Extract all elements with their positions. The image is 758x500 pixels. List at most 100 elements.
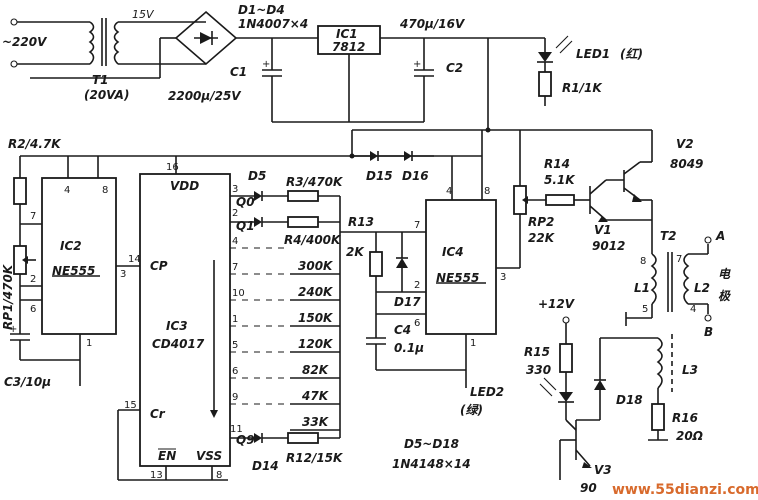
ic4-ne555 (425, 199, 497, 335)
d18-label: D18 (616, 393, 643, 407)
transformer-t1 (88, 18, 120, 66)
electrode-label-2: 极 (718, 289, 731, 303)
ic3-pin13: 13 (150, 470, 163, 481)
v2-label: V2 (676, 137, 694, 151)
ladder-r5: 300K (298, 259, 334, 273)
capacitor-c2: + (413, 38, 434, 122)
svg-text:+: + (9, 324, 17, 335)
led2-color: (绿) (460, 403, 483, 417)
q9-label: Q9 (236, 433, 255, 447)
ic3-pin10: 10 (232, 288, 245, 299)
ic2-section: IC2 NE555 4 8 7 2 6 RP1/470K + 1 C3/10μ (1, 156, 140, 389)
ic3-cd4017 (139, 173, 231, 467)
r3-label: R3/470K (286, 175, 344, 189)
diode-part-note: 1N4148×14 (392, 457, 471, 471)
ic4-part: NE555 (436, 271, 479, 285)
t2-pin8: 8 (640, 256, 646, 267)
transformer-rating: (20VA) (84, 88, 129, 102)
resistor-r4 (287, 216, 319, 228)
ic3-pin9: 9 (232, 392, 238, 403)
v3-part: 90 (580, 481, 597, 495)
d15-label: D15 (366, 169, 393, 183)
terminal-a (704, 236, 712, 244)
ic3-pin5: 5 (232, 340, 238, 351)
c1-value: 2200μ/25V (168, 89, 242, 103)
diode-range-note: D5~D18 (404, 437, 459, 451)
l3-label: L3 (682, 363, 698, 377)
resistor-r1 (538, 71, 552, 97)
t2-pin4: 4 (690, 304, 696, 315)
ic3-pin14: 14 (128, 254, 141, 265)
rp2-value: 22K (528, 231, 556, 245)
driver-section: RP2 22K R14 5.1K V1 9012 V2 8049 T2 8 (513, 130, 731, 495)
electrode-label: 电 (718, 267, 731, 281)
r15-label: R15 (524, 345, 550, 359)
svg-text:+: + (262, 59, 270, 70)
ic3-vdd: VDD (170, 179, 199, 193)
resistor-r15 (559, 343, 573, 373)
q0-label: Q0 (236, 195, 255, 209)
ic2-pin4: 4 (64, 185, 70, 196)
ic3-outputs: Q0 Q1 Q9 D5 D14 R3/470K R4/400K R12/15K … (230, 169, 376, 473)
r13-label: R13 (348, 215, 374, 229)
v3-label: V3 (594, 463, 612, 477)
resistor-r12 (287, 432, 319, 444)
c1-label: C1 (230, 65, 247, 79)
bridge-part: 1N4007×4 (238, 17, 308, 31)
led2-label: LED2 (470, 385, 504, 399)
ic1-part: 7812 (332, 40, 365, 54)
ic3-pin15: 15 (124, 400, 137, 411)
bridge-label: D1~D4 (238, 3, 285, 17)
ic3-section: 16 VDD CP 14 IC3 CD4017 Cr 15 EN VSS 13 … (117, 156, 231, 481)
d17-label: D17 (394, 295, 421, 309)
ac-input-label: ~220V (2, 35, 48, 49)
secondary-voltage: 15V (132, 8, 155, 21)
ic2-label: IC2 (60, 239, 82, 253)
t2-label: T2 (660, 229, 677, 243)
terminal-b (704, 314, 712, 322)
ic4-label: IC4 (442, 245, 464, 259)
ladder-r8: 120K (298, 337, 334, 351)
c4-value: 0.1μ (394, 341, 424, 355)
ladder-r9: 82K (302, 363, 330, 377)
terminal-b-label: B (704, 325, 713, 339)
c3-label: C3/10μ (4, 375, 51, 389)
l2-label: L2 (694, 281, 710, 295)
ic2-pin2: 2 (30, 274, 36, 285)
t2-pin5: 5 (642, 304, 648, 315)
c4-label: C4 (394, 323, 411, 337)
ic4-pin3: 3 (500, 272, 506, 283)
d16-label: D16 (402, 169, 429, 183)
ic2-pin6: 6 (30, 304, 36, 315)
ic4-pin4: 4 (446, 186, 452, 197)
r1-label: R1/1K (562, 81, 603, 95)
t2-pin7: 7 (676, 254, 682, 265)
ic3-vss: VSS (196, 449, 222, 463)
r14-value: 5.1K (544, 173, 576, 187)
rp1-label: RP1/470K (1, 263, 15, 330)
led1-label: LED1 (576, 47, 610, 61)
ic2-ne555 (41, 177, 117, 335)
resistor-r3 (287, 190, 319, 202)
resistor-2k (369, 251, 383, 277)
bridge-rectifier (174, 10, 238, 66)
l1-label: L1 (634, 281, 650, 295)
ic3-cp: CP (150, 259, 168, 273)
led1 (537, 35, 573, 72)
resistor-ladder: 4 7 10 1 5 6 9 300K 240K 150K 120K 82K 4… (230, 236, 340, 431)
ac-terminal-top (10, 18, 18, 26)
d5-label: D5 (248, 169, 266, 183)
ic2-pin7: 7 (30, 211, 36, 222)
ic3-pin2: 2 (232, 208, 238, 219)
v1-part: 9012 (592, 239, 625, 253)
ic3-pin16: 16 (166, 162, 179, 173)
q1-label: Q1 (236, 219, 255, 233)
ic4-pin6: 6 (414, 318, 420, 329)
ic4-section: R13 2K D15 D16 D17 7 2 6 C4 0.1 (346, 130, 521, 417)
ic3-en: EN (158, 449, 176, 463)
resistor-r16 (651, 403, 665, 431)
r2k-label: 2K (346, 245, 365, 259)
r12-label: R12/15K (286, 451, 344, 465)
terminal-a-label: A (715, 229, 725, 243)
